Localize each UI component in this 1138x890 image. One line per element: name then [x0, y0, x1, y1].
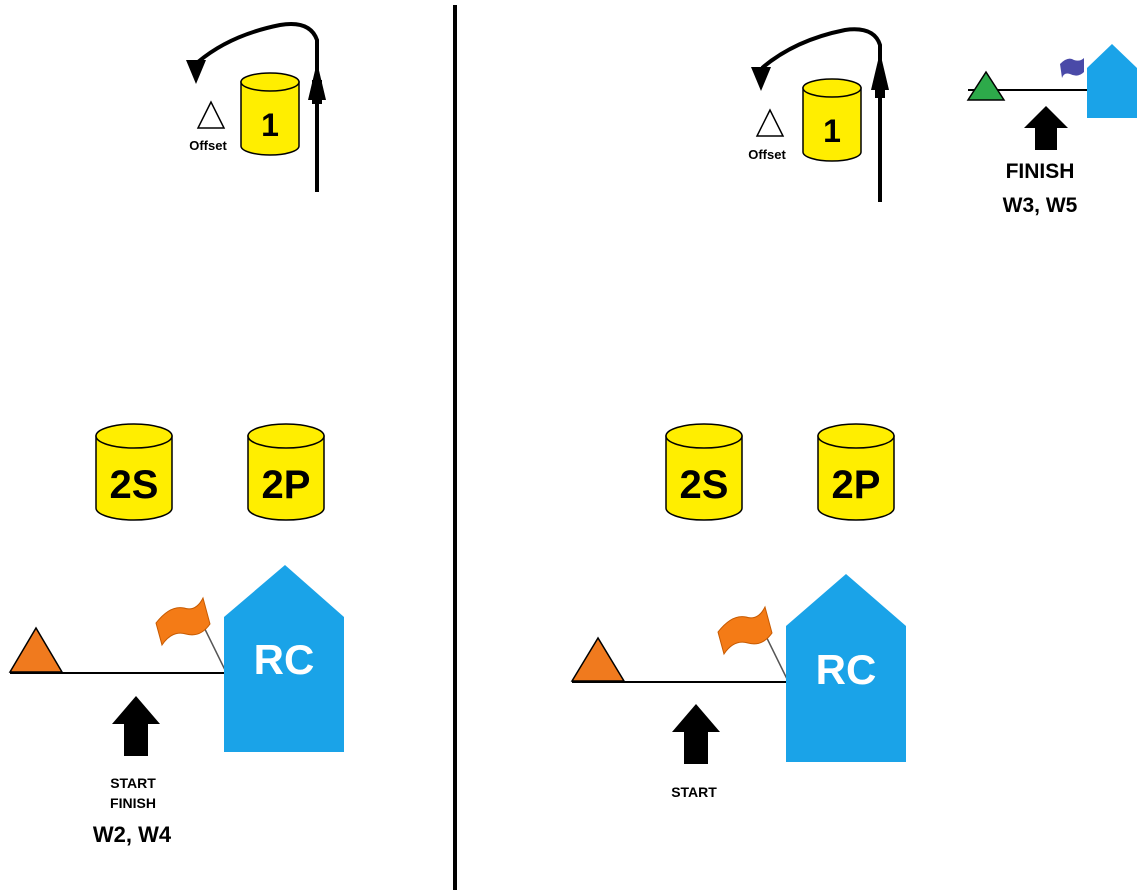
left-rc-label: RC: [254, 636, 315, 683]
right-mark-2p-buoy: 2P: [817, 423, 895, 521]
right-finish-rc-boat: [1087, 44, 1137, 118]
right-finish-pin-mark: [966, 70, 1006, 101]
right-legs-label: W3, W5: [1003, 194, 1078, 217]
left-rc-boat: RC: [224, 565, 344, 752]
left-mark-2s-buoy: 2S: [95, 423, 173, 521]
right-orange-flag: [717, 605, 789, 682]
right-offset-label: Offset: [748, 147, 786, 162]
left-orange-flag: [155, 596, 227, 673]
right-start-arrow: [672, 704, 720, 764]
left-offset-label: Offset: [189, 138, 227, 153]
left-start-label: START: [110, 775, 156, 791]
right-mark-1-buoy: 1: [802, 78, 862, 162]
right-offset-mark: [755, 108, 785, 137]
left-rounding-path: [186, 22, 326, 192]
right-mark-2p-label: 2P: [832, 463, 881, 507]
right-rounding-path: [751, 27, 889, 202]
right-start-label: START: [671, 784, 717, 800]
left-mark-2s-label: 2S: [110, 463, 159, 507]
left-finish-label: FINISH: [110, 795, 156, 811]
left-mark-1-buoy: 1: [240, 72, 300, 156]
right-mark-1-label: 1: [823, 113, 841, 149]
right-finish-label: FINISH: [1006, 160, 1075, 183]
right-finish-arrow: [1024, 106, 1068, 150]
right-rc-boat: RC: [786, 574, 906, 762]
right-mark-2s-label: 2S: [680, 463, 729, 507]
right-blue-flag: [1060, 58, 1084, 78]
left-mark-1-label: 1: [261, 107, 279, 143]
left-pin-mark: [8, 626, 64, 673]
left-mark-2p-label: 2P: [262, 463, 311, 507]
right-panel: Offset 1 FINISH W3, W5 2S 2P: [570, 27, 1137, 800]
left-legs-label: W2, W4: [93, 822, 172, 847]
left-start-arrow: [112, 696, 160, 756]
left-mark-2p-buoy: 2P: [247, 423, 325, 521]
right-pin-mark: [570, 636, 626, 682]
right-rc-label: RC: [816, 646, 877, 693]
left-offset-mark: [196, 100, 226, 129]
left-panel: Offset 1 2S 2P RC: [8, 22, 344, 847]
right-mark-2s-buoy: 2S: [665, 423, 743, 521]
